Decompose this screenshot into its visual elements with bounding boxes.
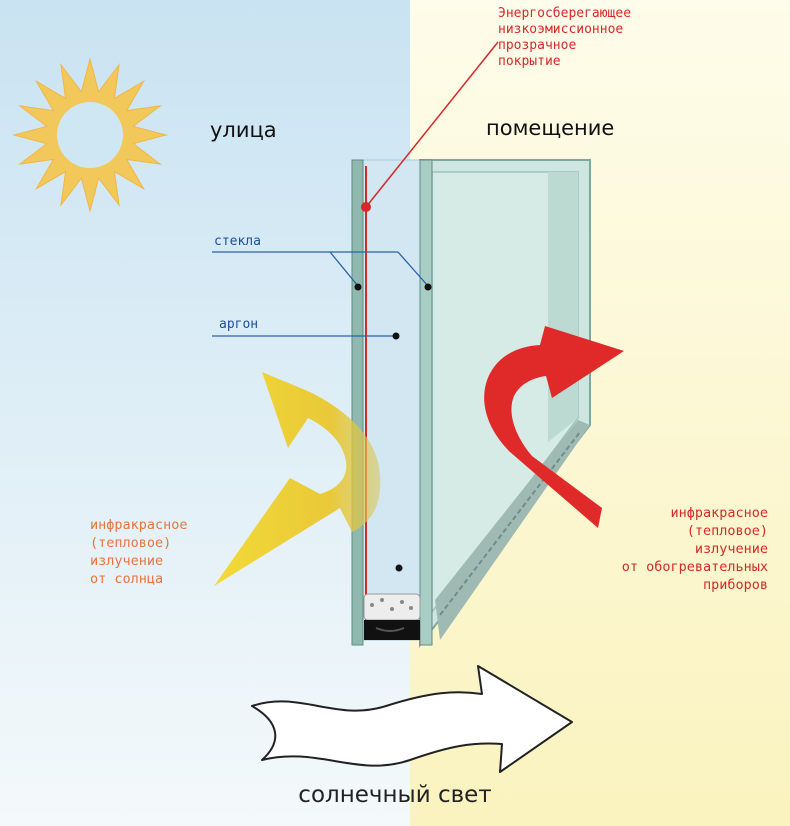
ir-heaters-line: излучение <box>694 541 768 557</box>
outer-glass-pane <box>351 159 364 646</box>
inner-glass-edge <box>419 159 433 646</box>
glass-label: стекла <box>214 234 261 249</box>
ir-heaters-label: инфракрасное (тепловое) излучение от обо… <box>622 504 768 594</box>
ir-heaters-line: от обогревательных <box>621 559 768 575</box>
ir-heaters-line: приборов <box>702 577 768 593</box>
sunlight-wave-arrow <box>251 665 573 773</box>
coating-label: Энергосберегающее низкоэмиссионное прозр… <box>498 6 631 70</box>
coating-pointer-dot <box>361 202 371 212</box>
sunlight-label: солнечный свет <box>298 782 492 808</box>
outside-label: улица <box>210 118 277 142</box>
coating-label-line: прозрачное <box>498 38 577 53</box>
argon-chamber <box>360 159 424 641</box>
ir-sun-line: излучение <box>90 553 164 569</box>
ir-sun-line: от солнца <box>90 571 164 587</box>
ir-sun-line: инфракрасное <box>90 517 188 533</box>
argon-label: аргон <box>219 317 259 332</box>
coating-label-line: Энергосберегающее <box>498 6 632 21</box>
yellow-ir-arrow <box>214 372 381 586</box>
ir-sun-line: (тепловое) <box>90 535 172 551</box>
glass-pointer <box>212 251 429 287</box>
ir-sun-label: инфракрасное (тепловое) излучение от сол… <box>90 516 188 588</box>
coating-label-line: низкоэмиссионное <box>498 22 624 37</box>
ir-heaters-line: (тепловое) <box>686 523 768 539</box>
ir-heaters-line: инфракрасное <box>670 505 768 521</box>
coating-pointer-line <box>365 41 499 208</box>
coating-label-line: покрытие <box>498 54 561 69</box>
red-ir-arrow <box>484 326 624 528</box>
sun-icon <box>12 57 168 213</box>
inside-label: помещение <box>486 116 615 140</box>
